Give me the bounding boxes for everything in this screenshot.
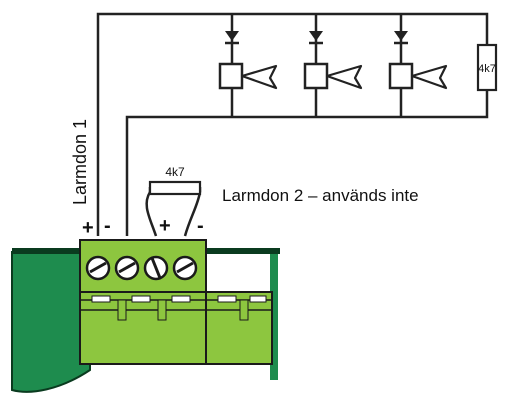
resistor-main: 4k7	[476, 43, 498, 92]
horn-1-icon	[240, 64, 278, 90]
horn-2-icon	[325, 64, 363, 90]
screw-2	[114, 255, 140, 281]
larmdon2-bridge: 4k7	[145, 165, 202, 237]
horn-3-icon	[410, 64, 448, 90]
siren-1	[218, 31, 278, 90]
resistor-main-label: 4k7	[478, 63, 496, 75]
terminal-screws	[85, 255, 198, 281]
resistor-bridge	[148, 180, 202, 196]
screw-4	[172, 255, 198, 281]
siren-3	[388, 31, 448, 90]
screw-3	[143, 255, 169, 281]
terminal2-minus-label: -	[197, 215, 204, 237]
larmdon2-label: Larmdon 2 – används inte	[222, 186, 419, 205]
screw-1	[85, 255, 111, 281]
terminal-block	[79, 239, 273, 365]
terminal1-plus-label: +	[82, 217, 94, 239]
terminal1-minus-label: -	[104, 215, 111, 237]
terminal2-plus-label: +	[159, 215, 171, 237]
larmdon1-label: Larmdon 1	[70, 119, 90, 205]
diode-3-icon	[394, 31, 408, 41]
diode-2-icon	[309, 31, 323, 41]
siren-2	[303, 31, 363, 90]
resistor-bridge-label: 4k7	[165, 165, 185, 179]
diode-1-icon	[225, 31, 239, 41]
